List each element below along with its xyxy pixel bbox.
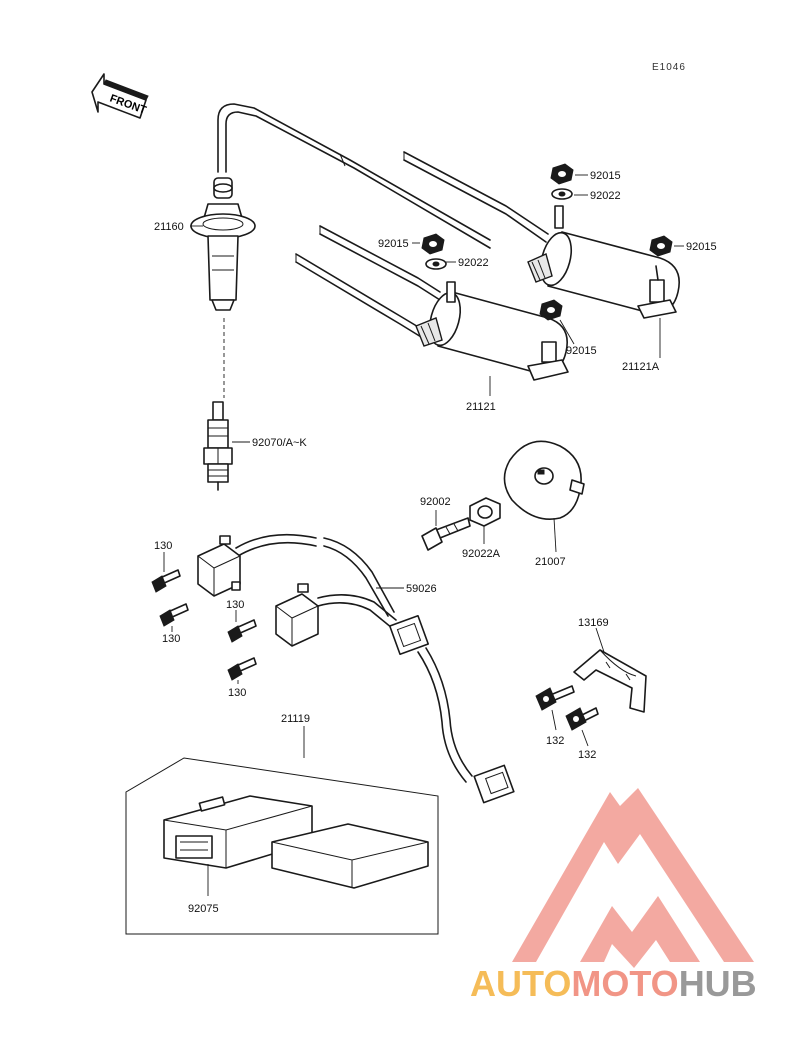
ignition-coil-21121: [415, 281, 569, 381]
label-92002: 92002: [420, 496, 451, 508]
label-92070: 92070/A~K: [252, 437, 307, 449]
label-92022-a: 92022: [590, 190, 621, 202]
label-13169: 13169: [578, 617, 609, 629]
bolt-92002: [421, 517, 471, 551]
pickup-coil-lower: [275, 583, 319, 647]
svg-text:AUTOMOTOHUB: AUTOMOTOHUB: [470, 963, 757, 1004]
washer-92022-top: [551, 188, 573, 200]
label-92015-a: 92015: [590, 170, 621, 182]
label-132-b: 132: [578, 749, 596, 761]
label-59026: 59026: [406, 583, 437, 595]
nut-92022A: [469, 497, 501, 527]
label-130-d: 130: [228, 687, 246, 699]
logo-text-moto: MOTO: [571, 963, 678, 1004]
bolt-132-a: [535, 685, 575, 711]
screw-130-a: [151, 569, 181, 593]
timing-rotor-21007: [503, 440, 585, 520]
spark-plug-92070: [203, 401, 233, 491]
screw-130-c: [227, 619, 257, 643]
label-21007: 21007: [535, 556, 566, 568]
pickup-coil-upper: [197, 535, 241, 597]
label-130-a: 130: [154, 540, 172, 552]
label-21121: 21121: [466, 401, 496, 413]
label-92015-c: 92015: [378, 238, 409, 250]
page-code: E1046: [652, 62, 686, 73]
igniter-cover: [271, 823, 429, 889]
automotohub-logo: AUTOMOTOHUB: [470, 788, 757, 1004]
nut-92015-low: [539, 299, 563, 321]
logo-triangle-inner: [580, 896, 700, 968]
label-92015-b: 92015: [686, 241, 717, 253]
bracket-13169: [573, 649, 647, 713]
label-21160: 21160: [154, 221, 184, 233]
screw-130-d: [227, 657, 257, 681]
label-92075: 92075: [188, 903, 219, 915]
screw-130-b: [159, 603, 189, 627]
logo-triangle-outer: [512, 788, 754, 962]
label-130-b: 130: [162, 633, 180, 645]
logo-text-hub: HUB: [679, 963, 757, 1004]
nut-92015-mid: [421, 233, 445, 255]
label-92022A: 92022A: [462, 548, 501, 560]
front-arrow-icon: FRONT: [91, 73, 149, 119]
logo-text-auto: AUTO: [470, 963, 571, 1004]
label-92015-d: 92015: [566, 345, 597, 357]
spark-plug-cap-21160: [190, 103, 491, 311]
bolt-132-b: [565, 707, 599, 731]
label-132-a: 132: [546, 735, 564, 747]
ignition-coil-21121A: [527, 205, 680, 319]
nut-92015-top: [550, 163, 574, 185]
nut-92015-right: [649, 235, 673, 257]
label-21119: 21119: [281, 713, 310, 725]
washer-92022-mid: [425, 258, 447, 270]
igniter-kit-outline: [125, 757, 439, 935]
label-130-c: 130: [226, 599, 244, 611]
label-21121A: 21121A: [622, 361, 660, 373]
pickup-harness-59026: [235, 533, 515, 804]
label-92022-b: 92022: [458, 257, 489, 269]
